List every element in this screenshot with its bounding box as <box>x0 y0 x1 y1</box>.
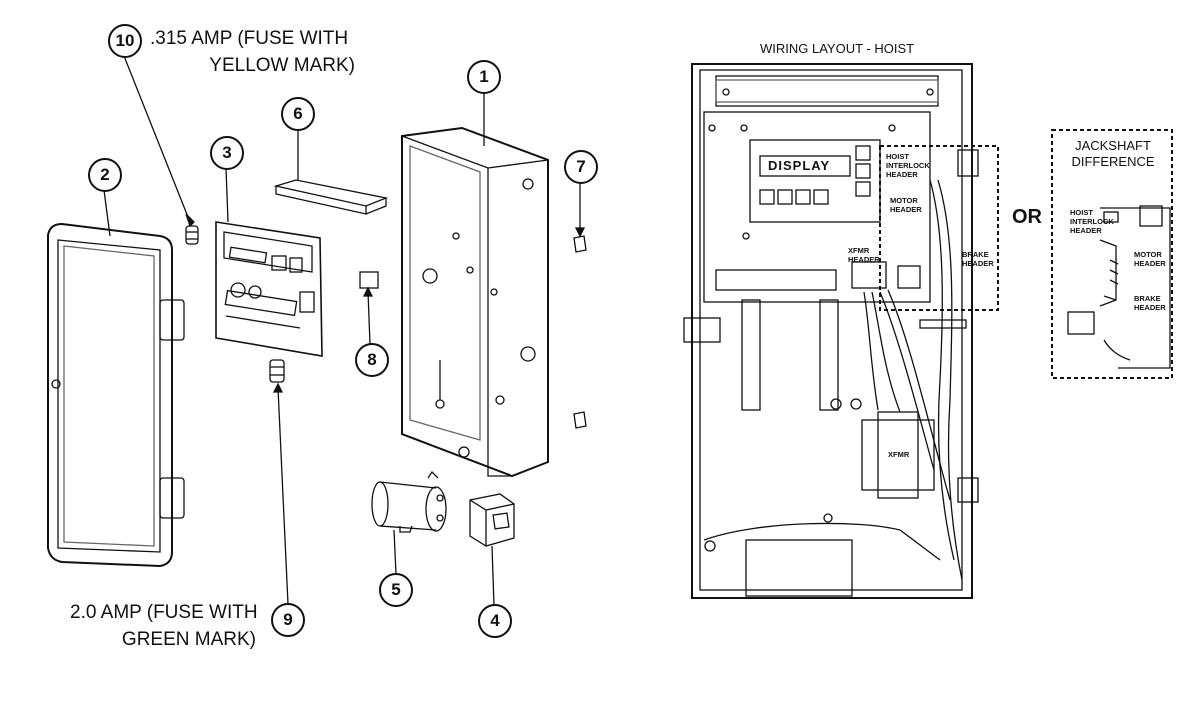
motor-header-label: MOTOR HEADER <box>890 196 922 214</box>
part-cover <box>47 222 185 568</box>
jackshaft-brake-line1: BRAKE <box>1134 294 1161 303</box>
jackshaft-title-line1: JACKSHAFT <box>1075 138 1151 153</box>
callout-2: 2 <box>88 158 122 192</box>
motor-header-line2: HEADER <box>890 205 922 214</box>
jackshaft-motor-line1: MOTOR <box>1134 250 1162 259</box>
jackshaft-hoist-line2: INTERLOCK <box>1070 217 1114 226</box>
xfmr-header-label: XFMR HEADER <box>848 246 880 264</box>
brake-header-line2: HEADER <box>962 259 994 268</box>
callout-3: 3 <box>210 136 244 170</box>
part-transformer <box>469 493 515 547</box>
jackshaft-brake-header-label: BRAKE HEADER <box>1134 294 1166 312</box>
jackshaft-hoist-line3: HEADER <box>1070 226 1102 235</box>
callout-7: 7 <box>564 150 598 184</box>
brake-header-line1: BRAKE <box>962 250 989 259</box>
jackshaft-motor-header-label: MOTOR HEADER <box>1134 250 1166 268</box>
part-clips <box>573 235 587 429</box>
hoist-interlock-line3: HEADER <box>886 170 918 179</box>
hoist-interlock-line1: HOIST <box>886 152 909 161</box>
part-capacitor <box>371 470 447 533</box>
fuse-small <box>185 225 199 245</box>
callout-4: 4 <box>478 604 512 638</box>
wiring-panel <box>683 63 979 599</box>
hoist-interlock-line2: INTERLOCK <box>886 161 930 170</box>
xfmr-label: XFMR <box>888 450 910 459</box>
fuse-note-bottom-line2: GREEN MARK) <box>121 629 256 650</box>
part-cover-strip <box>273 179 389 215</box>
callout-10: 10 <box>108 24 142 58</box>
or-label: OR <box>1012 206 1042 228</box>
part-enclosure-box <box>401 126 549 478</box>
callout-5: 5 <box>379 573 413 607</box>
brake-header-label: BRAKE HEADER <box>962 250 994 268</box>
header-highlight-box <box>879 145 999 311</box>
callout-8: 8 <box>355 343 389 377</box>
jackshaft-box <box>1051 129 1173 379</box>
fuse-note-top-line1: .315 AMP (FUSE WITH <box>150 28 349 49</box>
leader-lines <box>103 55 586 607</box>
fuse-note-bottom-line1: 2.0 AMP (FUSE WITH <box>70 602 258 623</box>
fuse-large <box>269 359 285 383</box>
callout-9: 9 <box>271 603 305 637</box>
part-circuit-board <box>215 221 323 357</box>
callout-6: 6 <box>281 97 315 131</box>
jackshaft-title-line2: DIFFERENCE <box>1071 154 1155 169</box>
jackshaft-hoist-interlock-label: HOIST INTERLOCK HEADER <box>1070 208 1114 235</box>
jackshaft-drawing <box>1067 205 1171 369</box>
jackshaft-brake-line2: HEADER <box>1134 303 1166 312</box>
motor-header-line1: MOTOR <box>890 196 918 205</box>
fuse-note-top-line2: YELLOW MARK) <box>209 55 355 76</box>
display-label: DISPLAY <box>768 158 831 173</box>
callout-1: 1 <box>467 60 501 94</box>
xfmr-header-line1: XFMR <box>848 246 870 255</box>
jackshaft-motor-line2: HEADER <box>1134 259 1166 268</box>
xfmr-header-line2: HEADER <box>848 255 880 264</box>
part-square-clip <box>359 271 379 289</box>
jackshaft-title: JACKSHAFT DIFFERENCE <box>1056 138 1170 170</box>
jackshaft-hoist-line1: HOIST <box>1070 208 1093 217</box>
wiring-title: WIRING LAYOUT - HOIST <box>760 41 915 56</box>
hoist-interlock-label: HOIST INTERLOCK HEADER <box>886 152 930 179</box>
